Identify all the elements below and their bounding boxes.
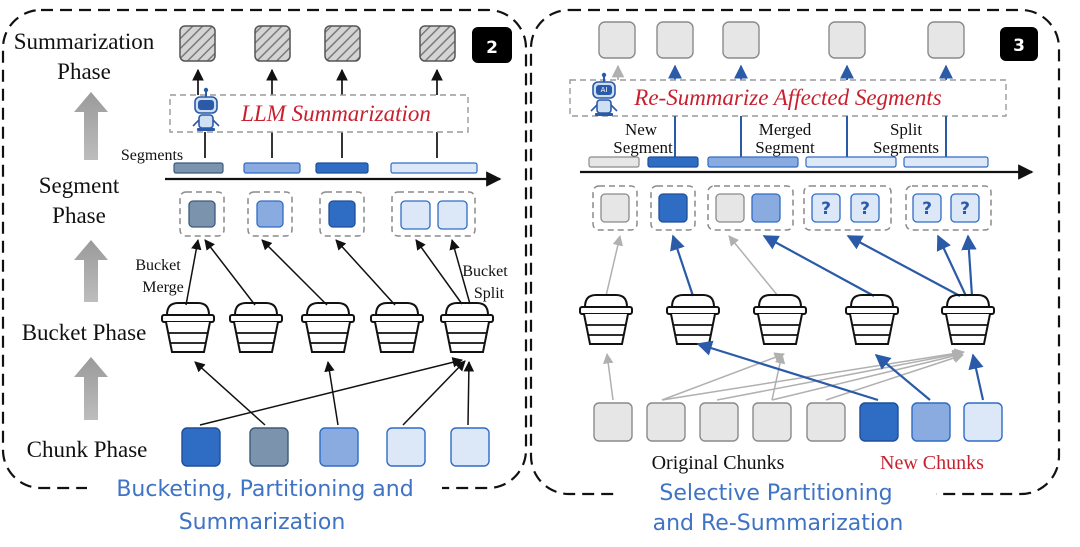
split-segments-label-1: Split (890, 120, 922, 139)
caption-gap-right (618, 490, 936, 500)
llm-summarization-box (169, 94, 469, 133)
resummarize-box (569, 79, 1007, 117)
panel-bucketing-partitioning-summarization: 2 Summarization Phase Segment Phase Buck… (1, 8, 528, 535)
chunk-boxes (181, 427, 490, 467)
chunk-phase-label: Chunk Phase (27, 437, 148, 462)
phase-arrow-up-icon (74, 92, 108, 420)
bucket-split-label-1: Bucket (462, 263, 508, 280)
bucket-merge-label-2: Merge (142, 279, 183, 296)
svg-text:?: ? (821, 199, 831, 219)
right-caption-1: Selective Partitioning (659, 481, 892, 506)
summarization-phase-label-2: Phase (57, 59, 111, 84)
bucket-merge-label-1: Bucket (135, 257, 181, 274)
step-badge-2-text: 2 (486, 38, 498, 58)
segment-groups (179, 191, 476, 237)
summarization-phase-label-1: Summarization (14, 29, 155, 54)
segment-bars-right (588, 156, 989, 168)
bucket-icon (161, 302, 494, 353)
ai-icon-text: AI (601, 86, 608, 94)
step-badge-3 (1000, 27, 1038, 61)
svg-text:?: ? (922, 199, 932, 219)
segment-phase-label-2: Phase (52, 203, 106, 228)
caption-gap (87, 484, 442, 494)
chunk-boxes-right (593, 402, 1003, 442)
original-chunks-label: Original Chunks (652, 452, 785, 474)
step-badge-3-text: 3 (1013, 36, 1025, 56)
merged-segment-label-2: Segment (755, 138, 815, 157)
question-mark-icon: ? ? ? ? (821, 199, 970, 219)
resummarize-label: Re-Summarize Affected Segments (633, 85, 941, 110)
segment-phase-label-1: Segment (39, 173, 120, 198)
summary-hatched-icon (179, 25, 456, 62)
split-segments-label-2: Segments (873, 138, 939, 157)
segment-bars (173, 162, 478, 174)
left-caption-2: Summarization (179, 510, 346, 535)
svg-text:?: ? (960, 199, 970, 219)
new-segment-label-1: New (625, 120, 658, 139)
new-segment-label-2: Segment (613, 138, 673, 157)
merged-segment-label-1: Merged (759, 120, 812, 139)
bucket-phase-label: Bucket Phase (22, 320, 147, 345)
bucket-icon-right (579, 294, 995, 345)
panel-selective-partitioning-resummarization: 3 AI Re-Summarize Affected Segments (529, 8, 1061, 536)
new-chunks-label: New Chunks (880, 452, 984, 474)
resummarized-outputs (598, 21, 965, 59)
step-badge-2 (472, 27, 512, 63)
svg-text:?: ? (860, 199, 870, 219)
left-caption-1: Bucketing, Partitioning and (116, 477, 413, 502)
segment-groups-right (592, 185, 992, 231)
bucket-split-label-2: Split (474, 285, 505, 302)
segments-label: Segments (121, 147, 183, 164)
right-caption-2: and Re-Summarization (653, 511, 904, 536)
llm-summarization-label: LLM Summarization (240, 101, 431, 126)
